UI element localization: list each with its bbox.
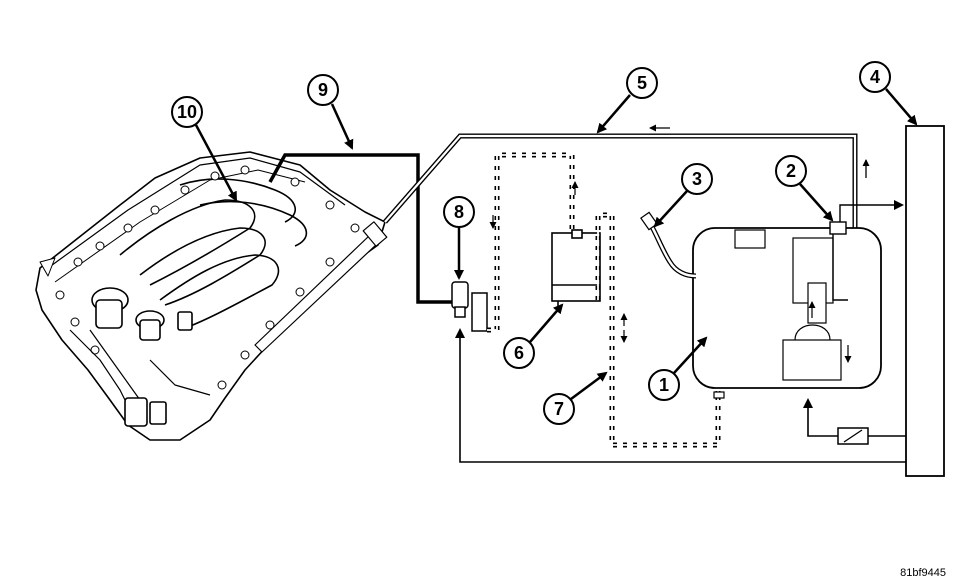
fuel-tank: [692, 227, 882, 399]
callout-2: 2: [775, 155, 834, 222]
svg-text:5: 5: [637, 73, 647, 93]
svg-text:6: 6: [514, 343, 524, 363]
figure-id: 81bf9445: [900, 567, 946, 579]
callout-5: 5: [596, 67, 658, 134]
svg-text:7: 7: [554, 399, 564, 419]
svg-text:9: 9: [318, 80, 328, 100]
intake-manifold: [35, 151, 388, 441]
callout-8: 8: [443, 196, 475, 280]
callout-9: 9: [307, 74, 354, 150]
purge-solenoid-valve: [451, 281, 488, 332]
callout-6: 6: [503, 303, 564, 369]
svg-text:2: 2: [786, 161, 796, 181]
svg-text:3: 3: [692, 169, 702, 189]
svg-text:1: 1: [659, 375, 669, 395]
callout-4: 4: [859, 61, 918, 126]
callout-7: 7: [543, 371, 608, 425]
powertrain-control-module: [905, 125, 945, 477]
evap-canister: [551, 229, 601, 306]
svg-text:8: 8: [454, 202, 464, 222]
purge-line: [268, 153, 458, 304]
callout-3: 3: [653, 163, 713, 228]
svg-text:4: 4: [870, 67, 880, 87]
svg-text:10: 10: [177, 102, 197, 122]
callout-10: 10: [171, 96, 238, 202]
filler-tube: [645, 218, 697, 279]
pcm-signal-line: [455, 328, 906, 463]
callout-1: 1: [648, 336, 708, 401]
tank-valve: [829, 204, 870, 301]
